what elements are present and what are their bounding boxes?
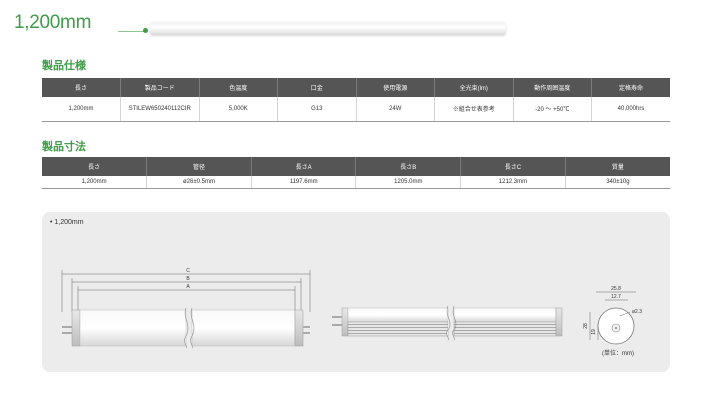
tube-pin — [332, 316, 342, 318]
page-header: 1,200mm — [14, 12, 514, 42]
spec-cell: G13 — [277, 97, 356, 122]
dim-col-diameter: 管径 — [146, 157, 252, 176]
break-mark — [452, 305, 457, 341]
tube-diffuser — [453, 307, 557, 323]
tube-pin — [62, 326, 72, 328]
tube-pin — [332, 324, 342, 326]
title-connector-line — [118, 31, 144, 32]
dimension-drawing-panel: • 1,200mm — [42, 212, 670, 372]
page-title: 1,200mm — [14, 12, 92, 33]
dim-cell: 1212.3mm — [460, 176, 566, 189]
table-row: 1,200mm ø26±0.5mm 1197.6mm 1205.0mm 1212… — [42, 176, 670, 189]
dimension-drawing: C B A — [61, 268, 642, 357]
dimension-table: 長さ 管径 長さA 長さB 長さC 質量 1,200mm ø26±0.5mm 1… — [42, 157, 670, 189]
dim-col-weight: 質量 — [564, 157, 670, 176]
spec-col-rated-life: 定格寿命 — [591, 78, 670, 97]
dim-label-c: C — [186, 268, 190, 274]
break-mark — [190, 307, 195, 349]
dim-col-length: 長さ — [42, 157, 147, 176]
dim-cell: 1205.0mm — [355, 176, 461, 189]
spec-cell: 1,200mm — [42, 97, 121, 122]
tube-end-view — [589, 291, 636, 345]
spec-cell: 5,000K — [198, 97, 278, 122]
tube-body — [79, 309, 187, 347]
tube-pin — [303, 332, 310, 334]
title-connector-dot — [143, 28, 148, 33]
dim-cell: ø26±0.5mm — [146, 176, 252, 189]
drawing-label: • 1,200mm — [50, 219, 84, 226]
end-pin-leader — [619, 311, 631, 317]
spec-cell: STILEW650240112CIR — [120, 97, 199, 122]
spec-col-product-code: 製品コード — [120, 78, 199, 97]
spec-col-base: 口金 — [277, 78, 356, 97]
tube-end-cap — [294, 309, 304, 347]
end-cap-pin-hole — [614, 326, 618, 330]
end-dim-label-h2: 19 — [591, 329, 597, 335]
spec-table-header-row: 長さ 製品コード 色温度 口金 使用電源 全光束(lm) 動作周囲温度 定格寿命 — [42, 78, 670, 97]
dim-section-title: 製品寸法 — [42, 140, 86, 153]
tube-end-cap — [555, 307, 563, 337]
spec-col-luminous-flux: 全光束(lm) — [434, 78, 513, 97]
tube-heat-sink — [347, 321, 449, 337]
dim-table-header-row: 長さ 管径 長さA 長さB 長さC 質量 — [42, 157, 670, 176]
dimension-lines — [61, 270, 311, 312]
spec-cell: -20 ～ +50℃ — [512, 97, 592, 122]
end-dim-label-w1: 25.8 — [611, 286, 621, 292]
tube-side-view — [332, 305, 563, 341]
dim-col-length-a: 長さA — [250, 157, 356, 176]
led-tube-image — [150, 22, 506, 35]
tube-pin — [303, 326, 310, 328]
spec-col-color-temp: 色温度 — [198, 78, 278, 97]
spec-table: 長さ 製品コード 色温度 口金 使用電源 全光束(lm) 動作周囲温度 定格寿命… — [42, 78, 670, 122]
spec-col-length: 長さ — [42, 78, 121, 97]
table-row: 1,200mm STILEW650240112CIR 5,000K G13 24… — [42, 97, 670, 122]
spec-cell: 24W — [355, 97, 435, 122]
tube-pin — [62, 332, 72, 334]
dim-label-a: A — [186, 284, 190, 290]
tube-heat-sink — [453, 321, 557, 337]
end-dim-label-h1: 28 — [583, 323, 589, 329]
end-dim-label-w2: 12.7 — [611, 294, 621, 300]
dim-label-b: B — [186, 276, 190, 282]
dim-col-length-b: 長さB — [355, 157, 461, 176]
tube-diffuser — [347, 307, 449, 323]
tube-body — [191, 309, 296, 347]
tube-top-view — [62, 307, 310, 349]
tube-end-cap — [341, 307, 349, 337]
spec-cell: ※組合せ表参考 — [434, 97, 513, 122]
break-mark — [184, 307, 189, 349]
tube-end-cap — [71, 309, 81, 347]
spec-col-operating-temp: 動作周囲温度 — [512, 78, 592, 97]
end-dim-label-pin: ø2.3 — [632, 309, 642, 315]
break-mark — [446, 305, 451, 341]
spec-col-power: 使用電源 — [355, 78, 435, 97]
dim-cell: 1197.6mm — [250, 176, 356, 189]
dim-col-length-c: 長さC — [460, 157, 566, 176]
unit-note: (単位：mm) — [602, 349, 634, 357]
spec-cell: 40,000hrs — [591, 97, 670, 122]
dim-cell: 1,200mm — [42, 176, 147, 189]
dim-cell: 340±10g — [564, 176, 670, 189]
spec-section-title: 製品仕様 — [42, 59, 86, 72]
